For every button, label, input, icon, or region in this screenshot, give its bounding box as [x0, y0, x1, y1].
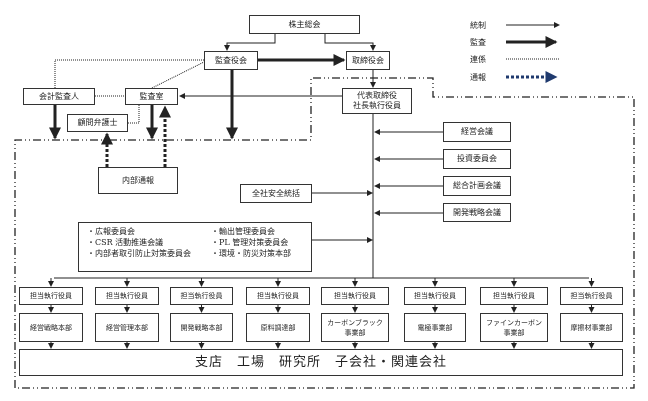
- legend-control-label: 統制: [470, 21, 486, 30]
- division-box: カーボンブラック 事業部: [321, 313, 389, 342]
- officer-box: 担当執行役員: [246, 287, 310, 305]
- division-box: 経営戦略本部: [19, 313, 83, 342]
- officer-box: 担当執行役員: [95, 287, 159, 305]
- audit-office-box: 監査室: [125, 88, 178, 105]
- officer-box: 担当執行役員: [19, 287, 83, 305]
- division-box: 原料調達部: [246, 313, 310, 342]
- division-box: ファインカーボン 事業部: [480, 313, 548, 342]
- officer-box: 担当執行役員: [321, 287, 389, 305]
- committees-box: ・広報委員会・CSR 活動推進会議・内部者取引防止対策委員会 ・輸出管理委員会・…: [78, 222, 312, 272]
- committee-item: ・内部者取引防止対策委員会: [87, 249, 191, 258]
- officer-box: 担当執行役員: [170, 287, 233, 305]
- officer-box: 担当執行役員: [404, 287, 466, 305]
- legend-report-label: 通報: [470, 73, 486, 82]
- board-of-directors-box: 取締役会: [346, 51, 390, 70]
- division-box: 経営管理本部: [95, 313, 159, 342]
- officer-box: 担当執行役員: [480, 287, 548, 305]
- committee-item: ・CSR 活動推進会議: [87, 238, 164, 247]
- division-box: 開発戦略本部: [170, 313, 233, 342]
- legend-audit-label: 監査: [470, 38, 486, 47]
- president-box: 代表取締役 社長執行役員: [342, 88, 412, 114]
- council-box: 経営会議: [443, 122, 511, 142]
- division-box: 電極事業部: [404, 313, 466, 342]
- officer-box: 担当執行役員: [560, 287, 623, 305]
- committee-item: ・PL 管理対策委員会: [211, 238, 289, 247]
- accounting-auditor-box: 会計監査人: [23, 88, 95, 105]
- whistleblowing-box: 内部通報: [98, 167, 178, 194]
- shareholders-meeting-box: 株主総会: [249, 15, 360, 34]
- council-box: 開発戦略会議: [443, 203, 511, 222]
- council-box: 投資委員会: [443, 149, 511, 169]
- council-box: 総合計画会議: [443, 176, 511, 196]
- branches-plants-subsidiaries-box: 支店 工場 研究所 子会社・関連会社: [19, 349, 623, 376]
- company-safety-box: 全社安全統括: [240, 184, 312, 203]
- committee-item: ・環境・防災対策本部: [211, 249, 291, 258]
- legend-liaison-label: 連係: [470, 55, 486, 64]
- legal-advisor-box: 顧問弁護士: [67, 114, 128, 132]
- committee-item: ・広報委員会: [87, 227, 135, 236]
- division-box: 摩擦材事業部: [560, 313, 623, 342]
- audit-board-box: 監査役会: [204, 51, 258, 70]
- committee-item: ・輸出管理委員会: [211, 227, 275, 236]
